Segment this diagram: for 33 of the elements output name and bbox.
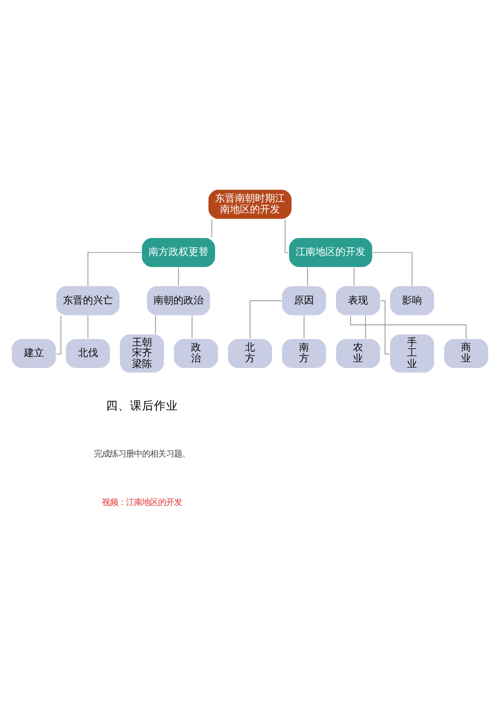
node-box: 东晋南朝时期江南地区的开发 xyxy=(208,188,292,220)
connector xyxy=(56,315,62,354)
node-box: 建立 xyxy=(11,338,57,369)
connector xyxy=(211,218,212,238)
connector xyxy=(284,218,289,253)
node-box: 原因 xyxy=(281,285,327,316)
node-box: 手工业 xyxy=(389,334,435,374)
node-box: 江南地区的开发 xyxy=(288,237,374,268)
connector xyxy=(88,252,142,286)
node-box: 政治 xyxy=(173,338,219,369)
connector xyxy=(350,315,467,339)
connector xyxy=(178,267,179,286)
label: 视频：江南地区的开发 xyxy=(102,496,182,507)
connector xyxy=(365,315,366,339)
node-box: 北方 xyxy=(227,338,273,369)
connector xyxy=(250,300,282,339)
connector xyxy=(307,267,308,286)
label: 完成练习册中的相关习题。 xyxy=(94,448,190,459)
node-box: 北伐 xyxy=(65,338,111,369)
node-box: 影响 xyxy=(389,285,435,316)
connector xyxy=(354,267,355,286)
node-box: 商业 xyxy=(443,338,489,369)
label: 四、课后作业 xyxy=(106,399,178,412)
connector xyxy=(155,315,156,334)
node-box: 王朝宋齐梁陈 xyxy=(119,334,165,374)
node-box: 南朝的政治 xyxy=(146,285,211,316)
connector xyxy=(372,252,413,286)
node-box: 南方政权更替 xyxy=(141,237,216,268)
node-box: 农业 xyxy=(335,338,381,369)
node-box: 南方 xyxy=(281,338,327,369)
node-box: 东晋的兴亡 xyxy=(55,285,120,316)
connector xyxy=(380,300,390,354)
node-box: 表现 xyxy=(335,285,381,316)
